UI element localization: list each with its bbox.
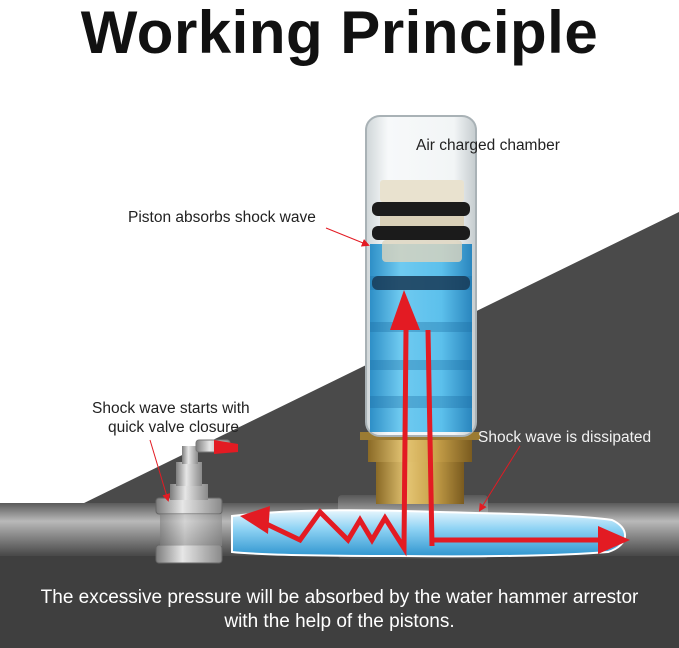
piston <box>372 180 470 290</box>
caption-line-1: The excessive pressure will be absorbed … <box>40 587 639 608</box>
shock-wave-arrows <box>256 329 600 557</box>
background-bottom <box>0 556 679 648</box>
piston-leader <box>325 227 370 247</box>
label-piston: Piston absorbs shock wave <box>128 209 316 226</box>
page-title: Working Principle <box>80 0 599 66</box>
dissipated-leader <box>478 445 521 512</box>
label-shock-start-2: quick valve closure <box>108 419 239 436</box>
valve <box>155 439 238 564</box>
label-dissipated: Shock wave is dissipated <box>478 429 651 446</box>
chamber-water <box>370 244 472 432</box>
arrow-heads <box>240 290 630 554</box>
brass-fitting <box>368 436 472 462</box>
caption: The excessive pressure will be absorbed … <box>0 586 679 634</box>
brass-fitting-neck <box>376 462 464 504</box>
label-shock-start-1: Shock wave starts with <box>92 400 250 417</box>
label-air-chamber: Air charged chamber <box>416 137 560 154</box>
caption-line-2: with the help of the pistons. <box>224 611 455 632</box>
valve-leader <box>149 439 171 502</box>
